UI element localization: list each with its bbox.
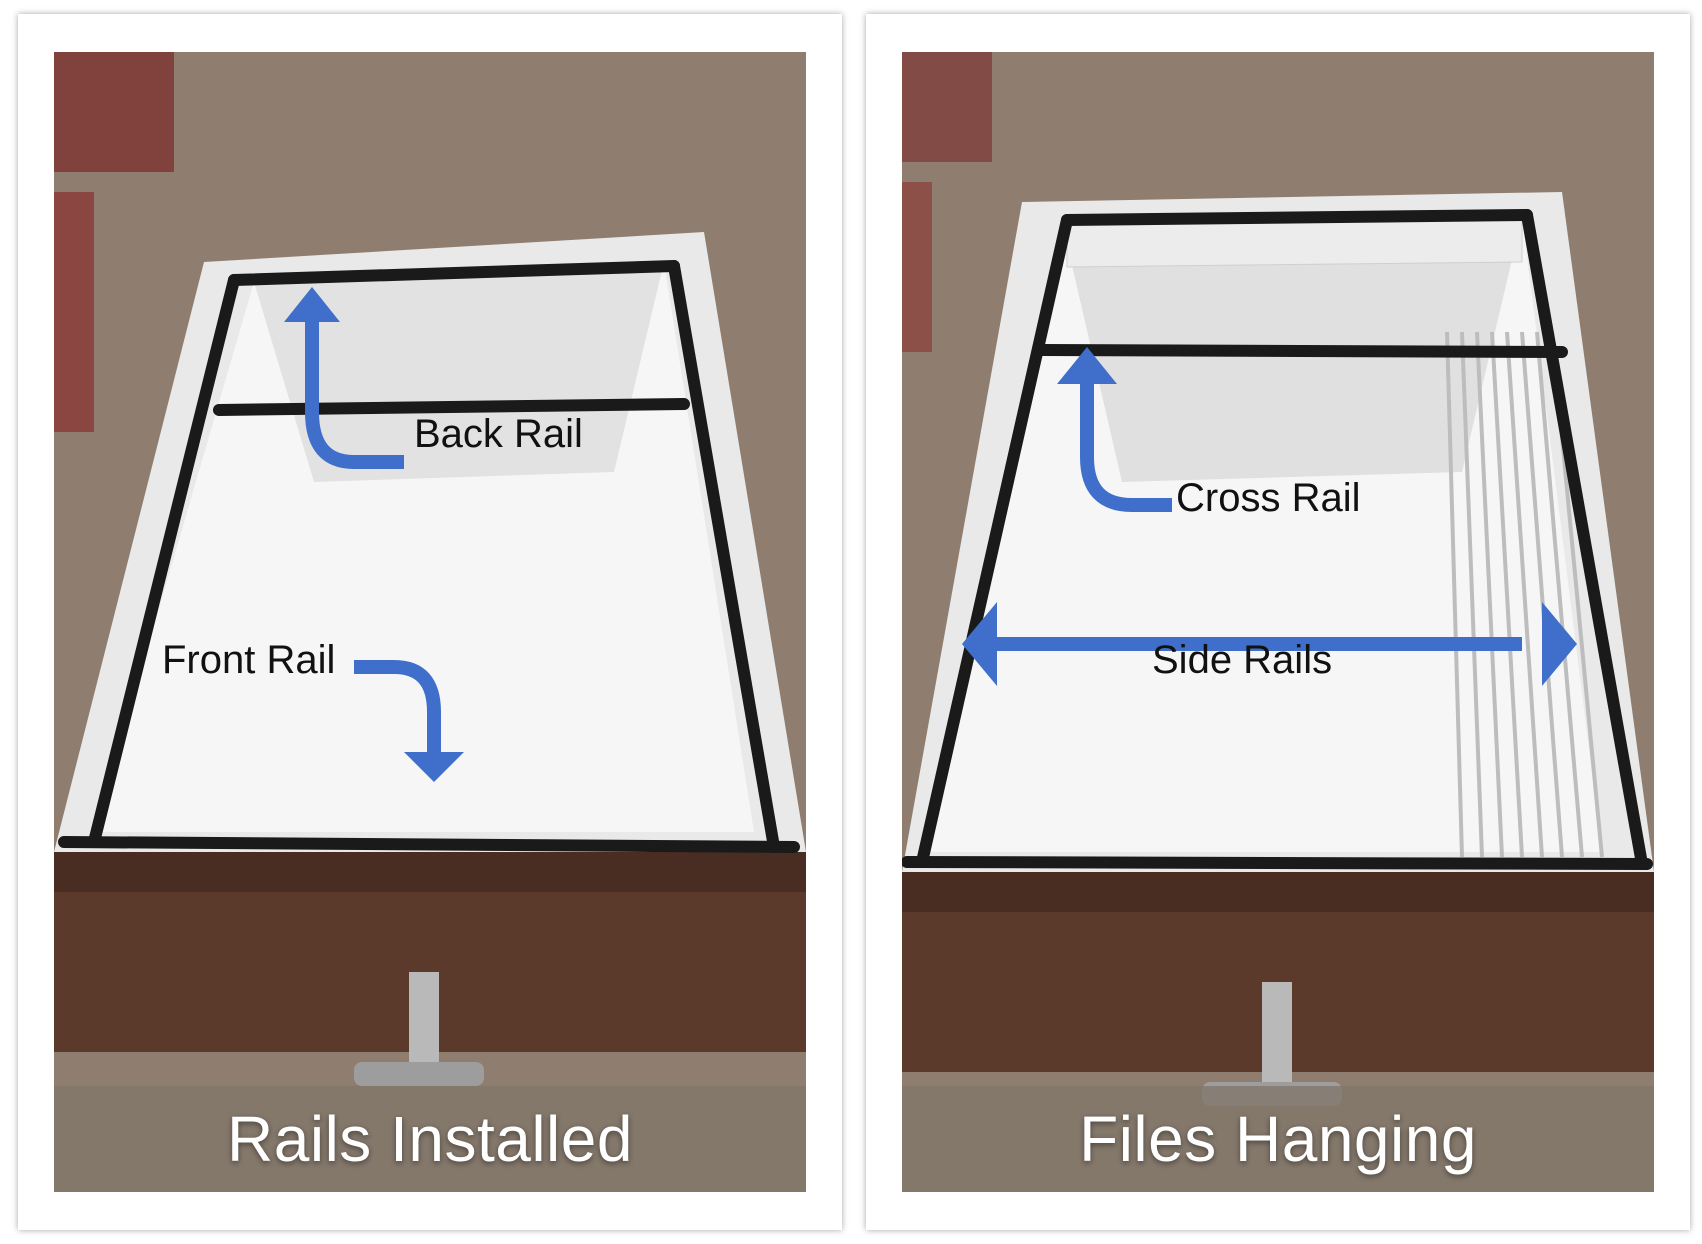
drawer-illustration	[902, 52, 1654, 1192]
files-hanging-panel: Cross Rail Side Rails Files Hanging	[866, 14, 1690, 1230]
panel-caption: Rails Installed	[227, 1103, 633, 1175]
files-hanging-photo: Cross Rail Side Rails Files Hanging	[902, 52, 1654, 1192]
cross-rail-label: Cross Rail	[1176, 476, 1361, 520]
rails-installed-panel: Back Rail Front Rail Rails Installed	[18, 14, 842, 1230]
drawer-illustration	[54, 52, 806, 1192]
caption-bar: Rails Installed	[54, 1086, 806, 1192]
rails-installed-photo: Back Rail Front Rail Rails Installed	[54, 52, 806, 1192]
panel-caption: Files Hanging	[1079, 1103, 1477, 1175]
side-rails-label: Side Rails	[1152, 638, 1333, 682]
front-rail-label: Front Rail	[162, 638, 336, 682]
back-rail-label: Back Rail	[414, 412, 583, 456]
caption-bar: Files Hanging	[902, 1086, 1654, 1192]
